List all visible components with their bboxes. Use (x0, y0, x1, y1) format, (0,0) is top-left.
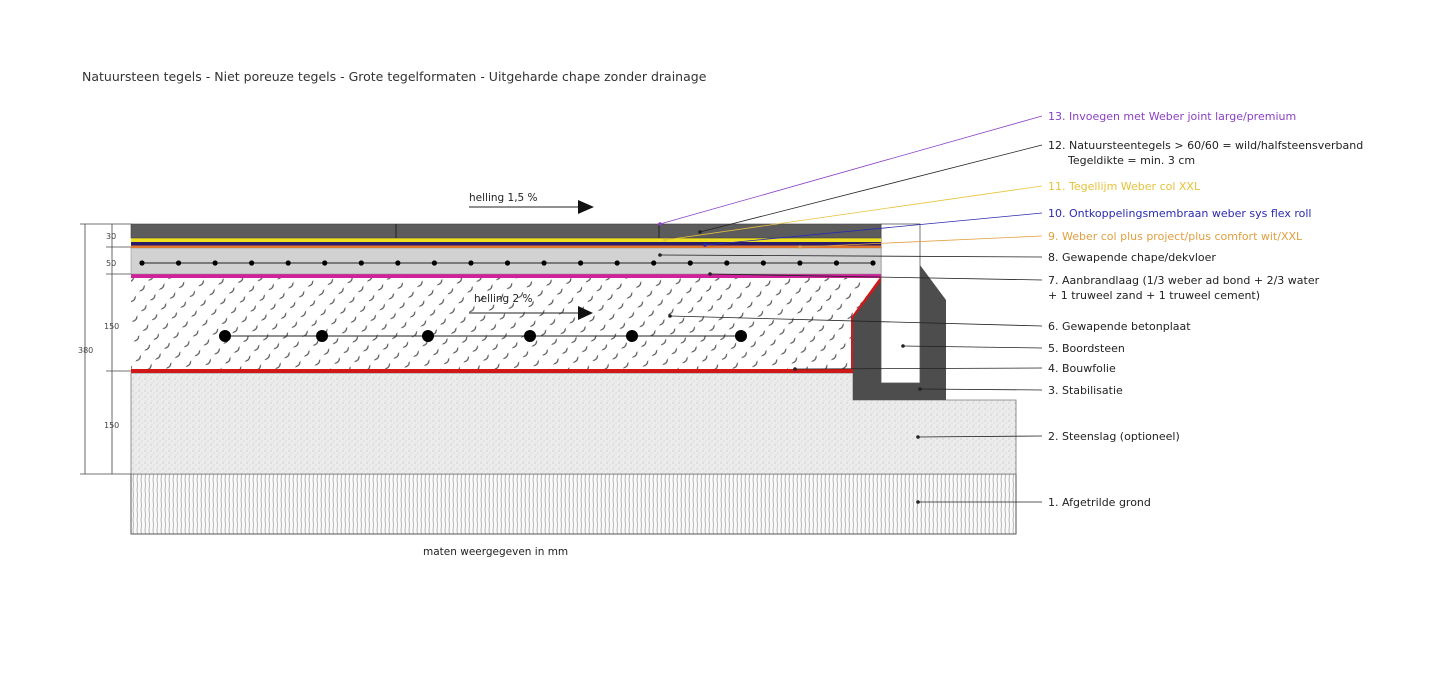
leader-line (699, 144, 1043, 233)
decoupling-membrane (131, 242, 881, 246)
leader-arrowhead (658, 222, 662, 226)
leader-arrowhead (698, 230, 702, 234)
rebar-dot (797, 260, 803, 266)
leader-arrowhead (916, 435, 920, 439)
bonding-layer (131, 274, 881, 278)
layer-label-line2: + 1 truweel zand + 1 truweel cement) (1048, 289, 1260, 302)
layer-label: 1. Afgetrilde grond (1048, 496, 1151, 509)
leader-line (917, 435, 1043, 438)
layer-label: 4. Bouwfolie (1048, 362, 1116, 375)
leader-arrowhead (916, 500, 920, 504)
rebar-dot (578, 260, 584, 266)
leader-line (709, 273, 1043, 281)
rebar-dot (322, 260, 328, 266)
layer-label: 6. Gewapende betonplaat (1048, 320, 1191, 333)
rebar-dot (358, 260, 364, 266)
leader-arrowhead (901, 344, 905, 348)
footnote: maten weergegeven in mm (423, 546, 568, 558)
rebar-dot (175, 260, 182, 266)
curb-stone (880, 223, 921, 384)
leader-arrowhead (918, 387, 922, 391)
curb-stabilisation (853, 265, 946, 400)
leader-lines (658, 115, 1043, 504)
tile-adhesive (131, 238, 881, 242)
rebar-dot (760, 260, 766, 266)
slab-rebar (219, 330, 747, 342)
leader-line (659, 254, 1043, 258)
leader-line (799, 235, 1043, 248)
rebar-dot (614, 260, 620, 266)
natural-stone-tiles (130, 223, 882, 239)
rebar-dot (468, 260, 474, 266)
layer-label: 11. Tegellijm Weber col XXL (1048, 180, 1201, 193)
layer-label: 5. Boordsteen (1048, 342, 1125, 355)
leader-line (664, 185, 1043, 241)
dimension-slab: 150 (104, 322, 119, 331)
leader-arrowhead (668, 314, 672, 318)
arrow-right-icon (578, 200, 594, 214)
leader-line (704, 212, 1043, 246)
rebar-dot (212, 260, 218, 266)
leader-arrowhead (708, 272, 712, 276)
rebar-dot (833, 260, 840, 266)
dimension-screed: 50 (106, 259, 116, 268)
leader-arrowhead (793, 367, 797, 371)
legend-labels: 13. Invoegen met Weber joint large/premi… (1048, 110, 1363, 509)
dimension-total: 380 (78, 346, 93, 355)
rebar-dot (139, 260, 145, 266)
layer-label: 3. Stabilisatie (1048, 384, 1123, 397)
rebar-dot (687, 260, 693, 266)
layer-label: 12. Natuursteentegels > 60/60 = wild/hal… (1048, 139, 1363, 152)
leader-line (669, 315, 1043, 327)
layer-label: 7. Aanbrandlaag (1/3 weber ad bond + 2/3… (1048, 274, 1320, 287)
slope-label-concrete: helling 2 % (474, 293, 533, 305)
reinforced-concrete-slab (131, 278, 881, 370)
rebar-dot (724, 260, 730, 266)
leader-line (919, 388, 1043, 391)
layer-label: 9. Weber col plus project/plus comfort w… (1048, 230, 1303, 243)
leader-arrowhead (663, 238, 667, 242)
layer-label: 13. Invoegen met Weber joint large/premi… (1048, 110, 1296, 123)
leader-line (659, 115, 1043, 225)
slope-label-top: helling 1,5 % (469, 192, 538, 204)
leader-arrowhead (703, 243, 707, 247)
dimension-gravel: 150 (104, 421, 119, 430)
rebar-dot (504, 260, 511, 266)
leader-arrowhead (658, 253, 662, 257)
screed-rebar (139, 260, 876, 266)
adhesive-layer-9 (131, 245, 881, 248)
rebar-dot (541, 260, 547, 266)
rebar-dot (651, 260, 657, 266)
rebar-dot (431, 260, 437, 266)
arrow-right-icon (578, 306, 593, 320)
rebar-dot (285, 260, 291, 266)
leader-line (794, 367, 1043, 370)
layer-label: 10. Ontkoppelingsmembraan weber sys flex… (1048, 207, 1311, 220)
rebar-dot (249, 260, 255, 266)
layer-label: 2. Steenslag (optioneel) (1048, 430, 1180, 443)
leader-arrowhead (798, 245, 802, 249)
layer-label: 8. Gewapende chape/dekvloer (1048, 251, 1216, 264)
leader-line (902, 345, 1043, 349)
rebar-dot (870, 260, 876, 266)
rebar-dot (395, 260, 401, 266)
diagram-title: Natuursteen tegels - Niet poreuze tegels… (82, 69, 707, 84)
compacted-soil-layer (130, 473, 1017, 535)
layer-label-line2: Tegeldikte = min. 3 cm (1067, 154, 1195, 167)
dimension-tile: 30 (106, 232, 116, 241)
